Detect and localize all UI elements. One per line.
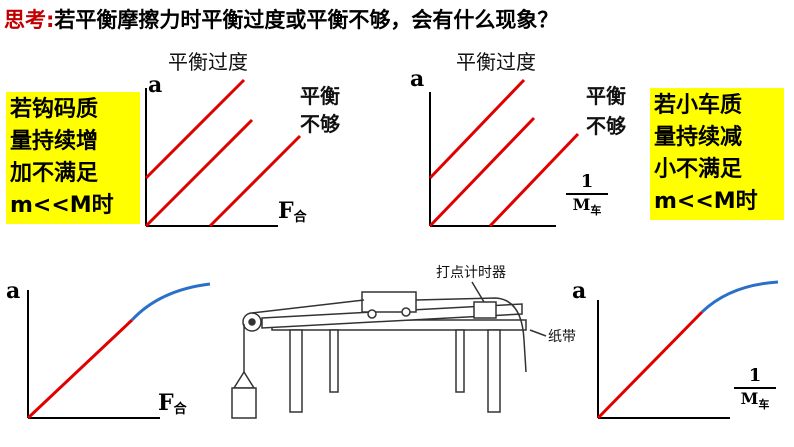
ticker-timer (473, 301, 497, 319)
line-balanced-r (428, 116, 536, 228)
string (251, 299, 365, 314)
inclined-board (261, 303, 523, 329)
line-over-balanced (144, 78, 246, 180)
saturating-curve (130, 282, 211, 322)
linear-segment (26, 318, 134, 420)
note-right-line: 量持续减 (654, 125, 743, 150)
timer-label: 打点计时器 (436, 265, 506, 281)
title-text: 若平衡摩擦力时平衡过度或平衡不够，会有什么现象？ (54, 8, 559, 32)
hook-weight (232, 370, 256, 389)
graph-right-axes (429, 92, 556, 227)
note-right-line: m<<M时 (654, 189, 758, 214)
note-right-line: 小不满足 (654, 157, 743, 182)
linear-segment-r (596, 310, 704, 420)
note-right-line: 若小车质 (654, 93, 743, 118)
note-left-line: 若钩码质 (10, 97, 99, 122)
axis-label-a: a (148, 72, 163, 98)
label-under-balanced-r2: 不够 (586, 114, 626, 138)
note-right: 若小车质 量持续减 小不满足 m<<M时 (650, 88, 784, 220)
graph-bottom-right (596, 280, 779, 420)
table-leg (289, 329, 303, 413)
question-title: 思考:若平衡摩擦力时平衡过度或平衡不够，会有什么现象？ (4, 4, 558, 34)
line-under-balanced-r (488, 132, 580, 228)
table-leg (455, 329, 465, 393)
axis-label-f-bl: F合 (158, 390, 187, 417)
paper-tape (415, 297, 527, 373)
axis-label-inverse-mass: 1 M车 (566, 172, 608, 220)
note-left-line: 加不满足 (10, 161, 99, 186)
label-under-balanced-r1: 平衡 (586, 84, 626, 108)
graph-bottom-left (26, 282, 211, 420)
label-under-balanced-2: 不够 (300, 112, 340, 136)
experiment-apparatus (231, 281, 547, 419)
table-leg (329, 329, 339, 393)
line-balanced (144, 118, 254, 228)
label-over-balanced-r: 平衡过度 (456, 50, 536, 74)
axis-label-inverse-mass-br: 1 M车 (734, 366, 776, 414)
note-left-line: 量持续增 (10, 129, 99, 154)
line-over-balanced-r (428, 78, 526, 180)
axis-label-f: F合 (278, 198, 307, 225)
axis-label-a-bl: a (6, 278, 21, 304)
graph-right-lines (428, 78, 580, 228)
cart (361, 291, 417, 313)
line-under-balanced (208, 134, 302, 228)
hanging-weight (231, 387, 257, 419)
saturating-curve-r (700, 280, 779, 314)
title-lead: 思考: (4, 8, 55, 32)
tape-label: 纸带 (548, 329, 576, 345)
note-left: 若钩码质 量持续增 加不满足 m<<M时 (6, 92, 140, 224)
table-leg (487, 329, 501, 413)
graph-left-lines (144, 78, 302, 228)
label-over-balanced: 平衡过度 (168, 50, 248, 74)
label-under-balanced-1: 平衡 (300, 84, 340, 108)
axis-label-a-r: a (410, 66, 425, 92)
note-left-line: m<<M时 (10, 193, 114, 218)
axis-label-a-br: a (572, 278, 587, 304)
